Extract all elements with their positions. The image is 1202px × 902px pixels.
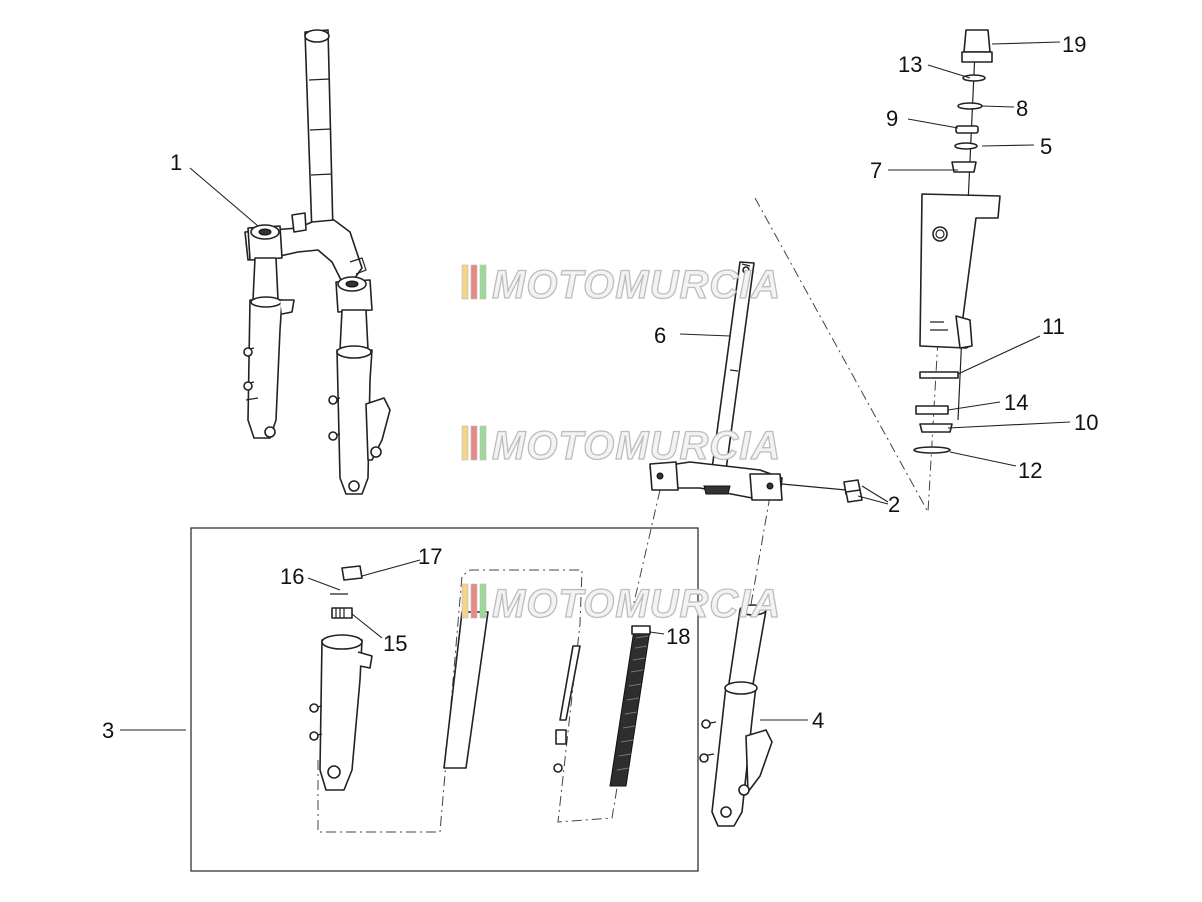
lower-triple-clamp: [649, 461, 783, 501]
callout-7: 7: [870, 158, 882, 183]
fork-leg-kit-frame: [190, 527, 699, 872]
svg-text:MOTOMURCIA: MOTOMURCIA: [492, 424, 781, 468]
leader-lines: [120, 41, 1071, 731]
callout-18: 18: [666, 624, 690, 649]
callout-3: 3: [102, 718, 114, 743]
fork-assembly-complete: [243, 29, 391, 495]
steering-head-parts: [913, 29, 1001, 454]
callout-5: 5: [1040, 134, 1052, 159]
watermark-bottom: MOTOMURCIA: [461, 581, 781, 627]
callout-16: 16: [280, 564, 304, 589]
callout-4: 4: [812, 708, 824, 733]
callout-10: 10: [1074, 410, 1098, 435]
callout-12: 12: [1018, 458, 1042, 483]
svg-text:MOTOMURCIA: MOTOMURCIA: [492, 582, 781, 626]
callout-2: 2: [888, 492, 900, 517]
callout-9: 9: [886, 106, 898, 131]
callout-14: 14: [1004, 390, 1028, 415]
callout-17: 17: [418, 544, 442, 569]
callout-15: 15: [383, 631, 407, 656]
callout-8: 8: [1016, 96, 1028, 121]
clamp-bolts: [781, 479, 863, 503]
watermark-middle: MOTOMURCIA: [461, 423, 781, 469]
right-fork-leg: [699, 604, 773, 827]
callout-1: 1: [170, 150, 182, 175]
watermark-top: MOTOMURCIA: [461, 262, 781, 308]
callout-19: 19: [1062, 32, 1086, 57]
callout-6: 6: [654, 323, 666, 348]
fork-leg-kit: [309, 565, 581, 791]
callout-11: 11: [1042, 314, 1065, 339]
callout-13: 13: [898, 52, 922, 77]
svg-text:MOTOMURCIA: MOTOMURCIA: [492, 263, 781, 307]
fork-spring: [609, 625, 651, 787]
